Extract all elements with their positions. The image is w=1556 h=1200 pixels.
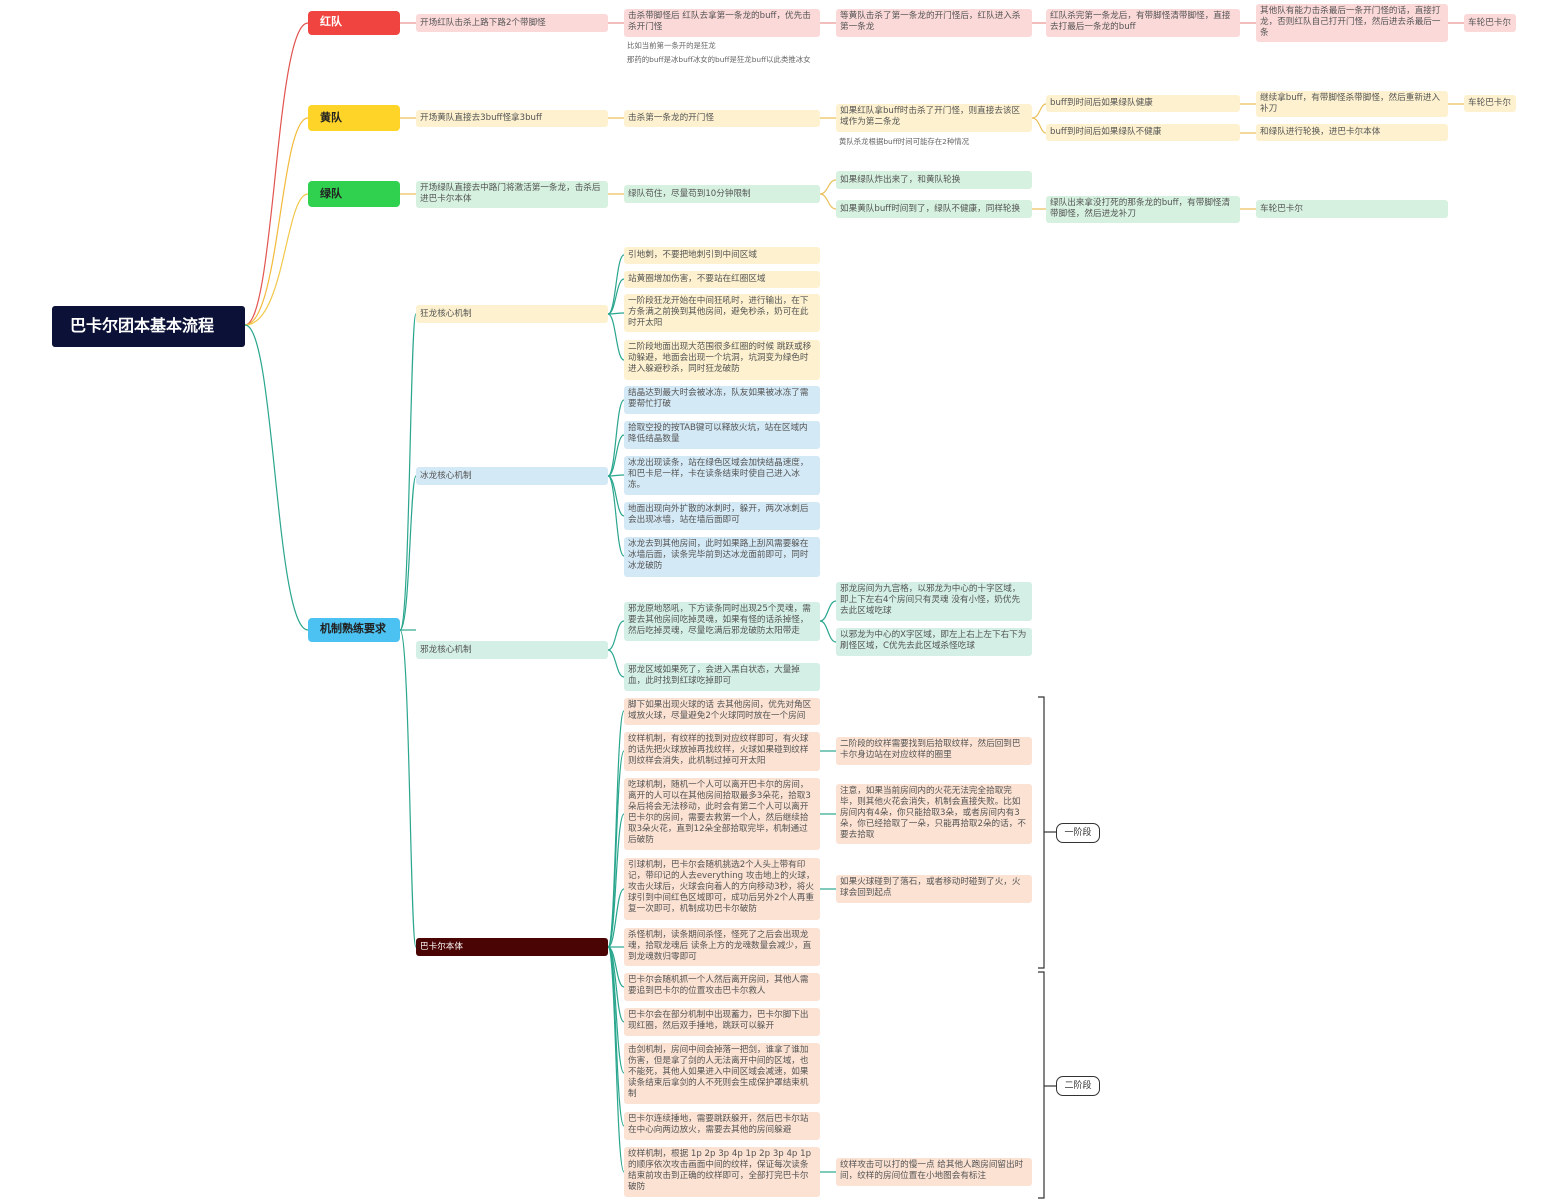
- bakal-sub-4: 纹样攻击可以打的慢一点 给其他人跑房间留出时间，纹样的房间位置在小地图会有标注: [836, 1158, 1032, 1186]
- green-step-4: 如果黄队buff时间到了，绿队不健康，同样轮换: [836, 200, 1032, 218]
- mad-item-4: 二阶段地面出现大范围很多红圈的时候 跳跃或移动躲避，地面会出现一个坑洞，坑洞变为…: [624, 340, 820, 380]
- red-note-1: 比如当前第一条开的是狂龙: [627, 41, 716, 50]
- bakal-item-5: 杀怪机制，读条期间杀怪，怪死了之后会出现龙魂，拾取龙魂后 读条上方的龙魂数量会减…: [624, 928, 820, 966]
- yellow-step-2: 击杀第一条龙的开门怪: [624, 110, 820, 127]
- bakal-sub-1: 二阶段的纹样需要找到后拾取纹样，然后回到巴卡尔身边站在对应纹样的圈里: [836, 737, 1032, 765]
- mad-item-1: 引地刺，不要把地刺引到中间区域: [624, 247, 820, 264]
- evil-sub-1: 邪龙房间为九宫格，以邪龙为中心的十字区域，即上下左右4个房间只有灵魂 没有小怪，…: [836, 582, 1032, 621]
- bakal-item-4: 引球机制，巴卡尔会随机挑选2个人头上带有印记，带印记的人去everything …: [624, 858, 820, 920]
- green-team-tag: 绿队: [308, 181, 400, 207]
- red-step-2: 击杀带脚怪后 红队去拿第一条龙的buff，优先击杀开门怪: [624, 9, 820, 37]
- stage-two-label: 二阶段: [1056, 1076, 1100, 1096]
- bakal-sub-2: 注意，如果当前房间内的火花无法完全拾取完毕，则其他火花会消失，机制会直接失败。比…: [836, 784, 1032, 844]
- mad-item-2: 站黄圈增加伤害，不要站在红圈区域: [624, 271, 820, 288]
- bakal-item-6: 巴卡尔会随机抓一个人然后离开房间，其他人需要追到巴卡尔的位置攻击巴卡尔救人: [624, 973, 820, 1001]
- evil-item-2: 邪龙区域如果死了，会进入黑白状态，大量掉血，此时找到红球吃掉即可: [624, 663, 820, 691]
- evil-item-1: 邪龙原地怒吼，下方读条同时出现25个灵魂，需要去其他房间吃掉灵魂，如果有怪的话杀…: [624, 602, 820, 641]
- green-step-1: 开场绿队直接去中路门将激活第一条龙，击杀后进巴卡尔本体: [416, 181, 608, 208]
- mad-item-3: 一阶段狂龙开始在中间狂吼时，进行输出，在下方条满之前换到其他房间，避免秒杀，奶可…: [624, 294, 820, 332]
- ice-item-1: 结晶达到最大时会被冰冻，队友如果被冰冻了需要帮忙打破: [624, 386, 820, 414]
- bakal-item-2: 纹样机制，有纹样的找到对应纹样即可，有火球的话先把火球放掉再找纹样，火球如果碰到…: [624, 732, 820, 771]
- green-step-5: 绿队出来拿没打死的那条龙的buff，有带脚怪清带脚怪，然后进龙补刀: [1046, 196, 1240, 223]
- root-topic: 巴卡尔团本基本流程: [52, 306, 245, 347]
- bakal-sub-3: 如果火球碰到了落石，或者移动时碰到了火，火球会回到起点: [836, 875, 1032, 903]
- red-step-4: 红队杀完第一条龙后，有带脚怪清带脚怪，直接去打最后一条龙的buff: [1046, 9, 1240, 37]
- red-step-3: 等黄队击杀了第一条龙的开门怪后，红队进入杀第一条龙: [836, 9, 1032, 37]
- yellow-step-3: 如果红队拿buff时击杀了开门怪，则直接去该区域作为第二条龙: [836, 104, 1032, 132]
- bakal-item-1: 脚下如果出现火球的话 去其他房间，优先对角区域放火球，尽量避免2个火球同时放在一…: [624, 698, 820, 725]
- yellow-step-1: 开场黄队直接去3buff怪拿3buff: [416, 110, 608, 127]
- stage-one-label: 一阶段: [1056, 823, 1100, 843]
- evil-sub-2: 以邪龙为中心的X字区域，即左上右上左下右下为刷怪区域，C优先去此区域杀怪吃球: [836, 628, 1032, 656]
- evil-dragon-branch: 邪龙核心机制: [416, 641, 608, 659]
- yellow-note: 黄队杀龙根据buff时间可能存在2种情况: [839, 137, 970, 146]
- yellow-step-5: 继续拿buff，有带脚怪杀带脚怪，然后重新进入补刀: [1256, 91, 1448, 117]
- green-step-6: 车轮巴卡尔: [1256, 200, 1448, 218]
- green-step-2: 绿队苟住，尽量苟到10分钟限制: [624, 185, 820, 203]
- red-step-6: 车轮巴卡尔: [1464, 14, 1516, 32]
- yellow-step-6: 车轮巴卡尔: [1464, 95, 1516, 112]
- yellow-team-tag: 黄队: [308, 105, 400, 131]
- ice-item-4: 地面出现向外扩散的冰刺时，躲开，两次冰刺后会出现冰墙，站在墙后面即可: [624, 502, 820, 530]
- ice-item-5: 冰龙去到其他房间，此时如果路上刮风需要躲在冰墙后面，读条完毕前到达冰龙面前即可，…: [624, 537, 820, 577]
- red-step-5: 其他队有能力击杀最后一条开门怪的话，直接打龙，否则红队自己打开门怪，然后进去杀最…: [1256, 4, 1448, 42]
- ice-dragon-branch: 冰龙核心机制: [416, 467, 608, 485]
- red-note-2: 那药的buff是冰buff冰女的buff是狂龙buff以此类推冰女: [627, 55, 811, 64]
- ice-item-3: 冰龙出现读条，站在绿色区域会加快结晶速度，和巴卡尼一样，卡在读条结束时使自己进入…: [624, 456, 820, 495]
- red-team-tag: 红队: [308, 11, 400, 35]
- mad-dragon-branch: 狂龙核心机制: [416, 305, 608, 323]
- bakal-item-7: 巴卡尔会在部分机制中出现蓄力，巴卡尔脚下出现红圈，然后双手捶地，跳跃可以躲开: [624, 1008, 820, 1036]
- green-step-3: 如果绿队炸出来了，和黄队轮换: [836, 171, 1032, 189]
- bakal-item-8: 击剑机制，房间中间会掉落一把剑，谁拿了谁加伤害，但是拿了剑的人无法离开中间的区域…: [624, 1043, 820, 1104]
- bakal-item-3: 吃球机制，随机一个人可以离开巴卡尔的房间，离开的人可以在其他房间拾取最多3朵花，…: [624, 778, 820, 850]
- ice-item-2: 拾取空投的按TAB键可以释放火坑，站在区域内降低结晶数量: [624, 421, 820, 449]
- yellow-step-7: buff到时间后如果绿队不健康: [1046, 124, 1240, 141]
- bakal-item-9: 巴卡尔连续捶地，需要跳跃躲开，然后巴卡尔站在中心向两边放火，需要去其他的房间躲避: [624, 1112, 820, 1140]
- red-step-1: 开场红队击杀上路下路2个带脚怪: [416, 14, 608, 32]
- bakal-body-branch: 巴卡尔本体: [416, 938, 608, 956]
- yellow-step-4: buff到时间后如果绿队健康: [1046, 95, 1240, 112]
- yellow-step-8: 和绿队进行轮换，进巴卡尔本体: [1256, 124, 1448, 141]
- mechanics-tag: 机制熟练要求: [308, 618, 400, 642]
- bakal-item-10: 纹样机制，根据 1p 2p 3p 4p 1p 2p 3p 4p 1p的顺序依次攻…: [624, 1147, 820, 1197]
